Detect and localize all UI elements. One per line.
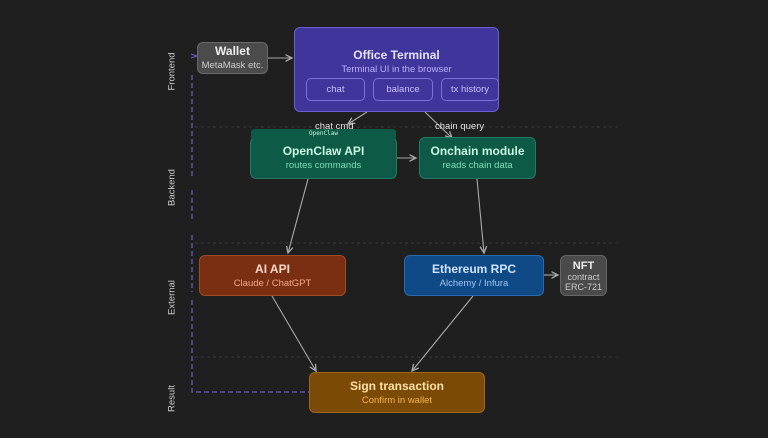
nft-subtitle: contract: [567, 271, 600, 282]
lane-label-result: Result: [166, 385, 178, 412]
ethereum-rpc-node[interactable]: Ethereum RPC Alchemy / Infura: [404, 255, 544, 296]
edge-chain-query: [424, 111, 452, 138]
edge-label-chain-query: chain query: [435, 121, 485, 132]
openclaw-subtitle: routes commands: [285, 160, 362, 171]
wallet-title: Wallet: [215, 44, 250, 58]
ai-subtitle: Claude / ChatGPT: [233, 277, 312, 289]
office-terminal-node[interactable]: Office Terminal Terminal UI in the brows…: [294, 27, 499, 112]
terminal-subtitle: Terminal UI in the browser: [341, 64, 452, 75]
nft-standard: ERC-721: [564, 281, 602, 292]
eth-subtitle: Alchemy / Infura: [439, 277, 509, 289]
terminal-item-chat[interactable]: chat: [306, 78, 365, 101]
eth-title: Ethereum RPC: [431, 261, 517, 276]
lane-separators: [195, 126, 620, 358]
openclaw-group-tag: OpenClaw: [251, 129, 396, 139]
edge-openclaw-ai: [288, 178, 309, 253]
nft-title: NFT: [572, 259, 595, 272]
onchain-title: Onchain module: [430, 144, 525, 158]
terminal-item-balance[interactable]: balance: [373, 78, 433, 101]
lane-label-frontend: Frontend: [166, 52, 178, 91]
onchain-subtitle: reads chain data: [442, 160, 513, 171]
wallet-node[interactable]: Wallet MetaMask etc.: [197, 42, 268, 74]
edge-label-chat-cmd: chat cmd: [315, 121, 354, 132]
sign-transaction-node[interactable]: Sign transaction Confirm in wallet: [309, 372, 485, 413]
openclaw-title: OpenClaw API: [282, 144, 365, 158]
terminal-title: Office Terminal: [353, 48, 440, 62]
edge-eth-sign: [412, 295, 474, 371]
ai-title: AI API: [255, 261, 290, 276]
edge-ai-sign: [271, 295, 316, 371]
nft-contract-node[interactable]: NFT contract ERC-721: [560, 255, 607, 296]
lane-label-backend: Backend: [166, 169, 178, 206]
sign-title: Sign transaction: [349, 378, 444, 393]
sign-subtitle: Confirm in wallet: [361, 394, 433, 406]
ai-api-node[interactable]: AI API Claude / ChatGPT: [199, 255, 346, 296]
openclaw-api-node[interactable]: OpenClaw API routes commands: [250, 137, 397, 179]
wallet-subtitle: MetaMask etc.: [201, 60, 264, 71]
edge-chat-cmd: [348, 111, 368, 124]
onchain-module-node[interactable]: Onchain module reads chain data: [419, 137, 536, 179]
edge-onchain-eth: [476, 178, 484, 253]
lane-label-external: External: [166, 280, 178, 315]
terminal-item-tx-history[interactable]: tx history: [441, 78, 499, 101]
wallet-loop-line: [191, 75, 309, 393]
